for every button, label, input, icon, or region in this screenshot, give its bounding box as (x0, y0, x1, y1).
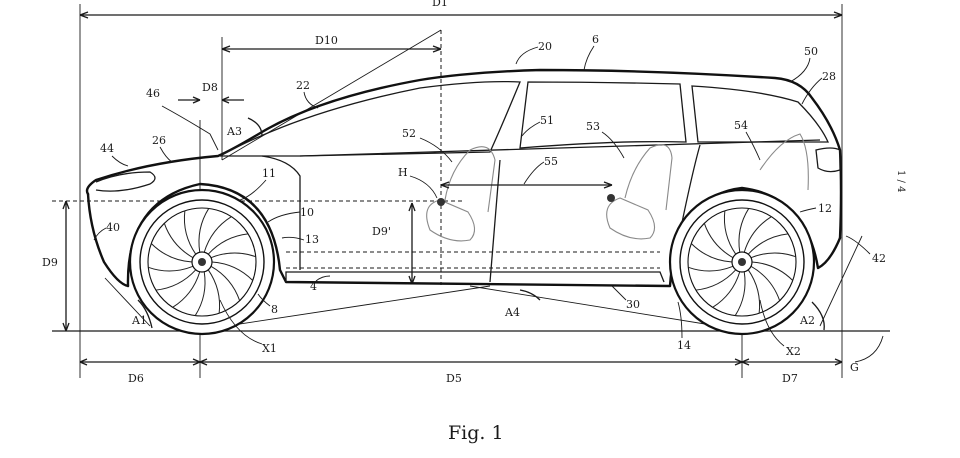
label-d10: D10 (315, 34, 338, 47)
ref-22: 22 (296, 79, 310, 92)
ref-50: 50 (804, 45, 818, 58)
ref-44: 44 (100, 142, 114, 155)
front-wheel (128, 188, 276, 336)
ref-30: 30 (626, 298, 640, 311)
rear-wheel (668, 188, 816, 336)
ref-4: 4 (310, 280, 317, 293)
label-d6: D6 (128, 372, 144, 385)
label-x1: X1 (262, 342, 277, 355)
figure-caption: Fig. 1 (448, 422, 504, 444)
ref-6: 6 (592, 33, 599, 46)
ref-54: 54 (734, 119, 748, 132)
label-a4: A4 (504, 306, 520, 319)
label-d5: D5 (446, 372, 462, 385)
ref-20: 20 (538, 40, 552, 53)
label-g: G (850, 361, 859, 374)
ground-line: G (52, 330, 890, 374)
ref-53: 53 (586, 120, 600, 133)
ref-11: 11 (262, 167, 276, 180)
label-d9: D9 (42, 256, 58, 269)
dimension-d10-d8: D10 D8 (178, 30, 442, 285)
sheet-number: 1 / 4 (895, 170, 906, 192)
seat-outlines (426, 133, 809, 242)
ref-8: 8 (271, 303, 278, 316)
ref-42: 42 (872, 252, 886, 265)
ref-46: 46 (146, 87, 160, 100)
ref-51: 51 (540, 114, 554, 127)
angle-markers: A1 A2 A3 A4 (131, 117, 825, 331)
reference-numerals: 4 6 8 10 11 12 13 14 20 22 26 28 30 40 4… (93, 33, 886, 352)
ref-12: 12 (818, 202, 832, 215)
ref-55: 55 (544, 155, 558, 168)
label-a3: A3 (226, 125, 242, 138)
construction-lines (104, 29, 863, 331)
label-d7: D7 (782, 372, 798, 385)
label-d1: D1 (432, 0, 448, 9)
ref-52: 52 (402, 127, 416, 140)
ref-40: 40 (106, 221, 120, 234)
ref-13: 13 (305, 233, 319, 246)
dimension-d1: D1 (79, 0, 843, 378)
label-x2: X2 (786, 345, 801, 358)
ref-10: 10 (300, 206, 314, 219)
dimension-d9: D9 (42, 200, 462, 332)
ref-26: 26 (152, 134, 166, 147)
label-a1: A1 (131, 314, 147, 327)
label-a2: A2 (799, 314, 815, 327)
axis-h: H (398, 166, 615, 206)
ref-14: 14 (677, 339, 691, 352)
label-d9-prime: D9' (372, 225, 391, 238)
ref-28: 28 (822, 70, 836, 83)
label-h: H (398, 166, 408, 179)
dimension-d9-prime: D9' (372, 202, 416, 285)
label-d8: D8 (202, 81, 218, 94)
